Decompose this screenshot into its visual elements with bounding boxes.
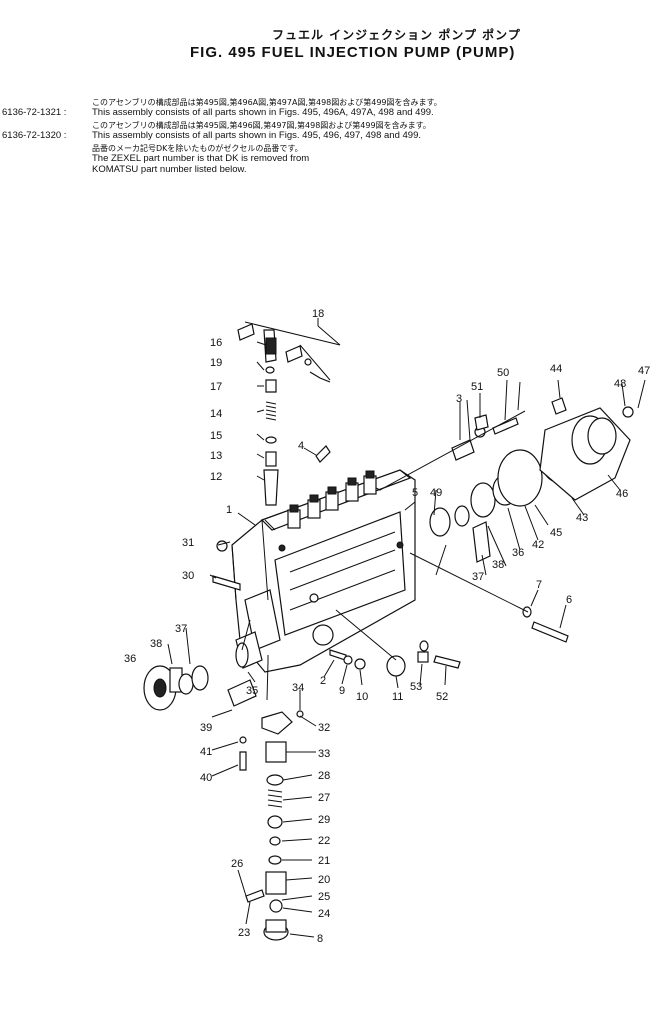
callout-15: 15 [210, 430, 222, 442]
callout-1: 1 [226, 504, 232, 516]
callout-46: 46 [616, 488, 628, 500]
callout-45: 45 [550, 527, 562, 539]
callout-34: 34 [292, 682, 304, 694]
callout-9: 9 [339, 685, 345, 697]
callout-8: 8 [317, 933, 323, 945]
callout-36-right: 36 [512, 547, 524, 559]
note-zexel-2: KOMATSU part number listed below. [92, 164, 247, 175]
callout-11: 11 [392, 691, 403, 703]
figure-title-japanese: フュエル インジェクション ポンプ ポンプ [272, 28, 521, 42]
callout-52: 52 [436, 691, 448, 703]
callout-42: 42 [532, 539, 544, 551]
callout-51: 51 [471, 381, 483, 393]
callout-29: 29 [318, 814, 330, 826]
callout-4: 4 [298, 440, 304, 452]
callout-14: 14 [210, 408, 222, 420]
callout-17: 17 [210, 381, 222, 393]
callout-33: 33 [318, 748, 330, 760]
callout-39: 39 [200, 722, 212, 734]
callout-41: 41 [200, 746, 212, 758]
callout-53: 53 [410, 681, 422, 693]
callout-23: 23 [238, 927, 250, 939]
figure-title: FIG. 495 FUEL INJECTION PUMP (PUMP) [190, 44, 516, 61]
callout-25: 25 [318, 891, 330, 903]
callout-16: 16 [210, 337, 222, 349]
callout-10: 10 [356, 691, 368, 703]
callout-6: 6 [566, 594, 572, 606]
callout-7: 7 [536, 579, 542, 591]
callout-2: 2 [320, 675, 326, 687]
callout-3: 3 [456, 393, 462, 405]
callout-48: 48 [614, 378, 626, 390]
callout-32: 32 [318, 722, 330, 734]
callout-47: 47 [638, 365, 650, 377]
note-zexel-1: The ZEXEL part number is that DK is remo… [92, 153, 310, 164]
callout-labels: 1 2 3 4 5 6 7 8 9 10 11 12 13 14 15 16 1… [124, 308, 650, 945]
callout-36-left: 36 [124, 653, 136, 665]
callout-18: 18 [312, 308, 324, 320]
callout-49: 49 [430, 487, 442, 499]
callout-22: 22 [318, 835, 330, 847]
left-parts [143, 540, 257, 771]
callout-38-right: 38 [492, 559, 504, 571]
callout-24: 24 [318, 908, 330, 920]
callout-31: 31 [182, 537, 194, 549]
callout-38-left: 38 [150, 638, 162, 650]
leader-lines [167, 318, 646, 938]
callout-12: 12 [210, 471, 222, 483]
part-number-1320: 6136-72-1320 : [2, 130, 67, 141]
note-1320: This assembly consists of all parts show… [92, 130, 421, 141]
callout-37-right: 37 [472, 571, 484, 583]
upper-parts-stack [237, 323, 331, 506]
camshaft [235, 631, 263, 669]
callout-43: 43 [576, 512, 588, 524]
note-jp-zexel: 品番のメーカ記号DKを除いたものがゼクセルの品番です。 [92, 144, 303, 153]
callout-5: 5 [412, 487, 418, 499]
note-jp-2: このアセンブリの構成部品は第495図,第496図,第497図,第498図および第… [92, 121, 431, 130]
callout-50: 50 [497, 367, 509, 379]
lower-parts-stack [245, 710, 304, 941]
callout-27: 27 [318, 792, 330, 804]
note-1321: This assembly consists of all parts show… [92, 107, 434, 118]
callout-37-left: 37 [175, 623, 187, 635]
callout-28: 28 [318, 770, 330, 782]
callout-35: 35 [246, 685, 258, 697]
note-jp-1: このアセンブリの構成部品は第495図,第496A図,第497A図,第498図およ… [92, 98, 442, 107]
callout-20: 20 [318, 874, 330, 886]
callout-44: 44 [550, 363, 562, 375]
callout-40: 40 [200, 772, 212, 784]
delivery-valve-holders [287, 470, 377, 529]
callout-30: 30 [182, 570, 194, 582]
callout-26: 26 [231, 858, 243, 870]
pump-housing [231, 469, 416, 673]
part-number-1321: 6136-72-1321 : [2, 107, 67, 118]
callout-19: 19 [210, 357, 222, 369]
callout-13: 13 [210, 450, 222, 462]
callout-21: 21 [318, 855, 330, 867]
